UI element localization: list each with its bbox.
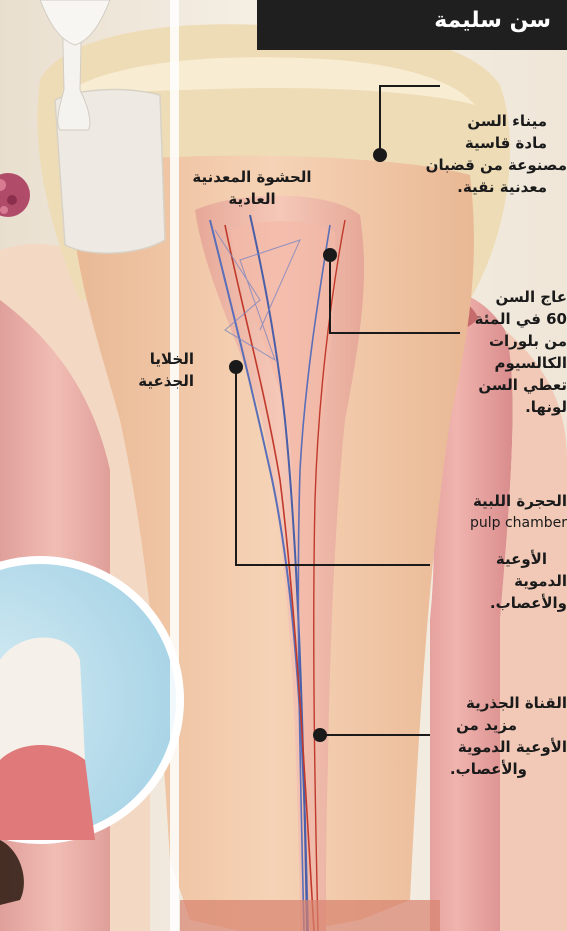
title-bar: سن سليمة [257, 0, 567, 50]
label-vessels: الأوعية الدموية والأعصاب. [447, 548, 567, 614]
label-dentin-line-4: الكالسيوم [457, 352, 567, 374]
label-vessels-line-2: الدموية [447, 570, 567, 592]
label-vessels-line-3: والأعصاب. [447, 592, 567, 614]
label-dentin-line-6: لونها. [457, 396, 567, 418]
label-dentin-line-5: تعطي السن [457, 374, 567, 396]
label-filling: الحشوة المعدنية العادية [172, 166, 332, 210]
panel-divider [170, 0, 179, 931]
label-stem-cells-line-2: الجذعية [104, 370, 194, 392]
label-enamel: ميناء السن مادة قاسية مصنوعة من قضبان مع… [387, 110, 567, 198]
label-enamel-line-3: مصنوعة من قضبان [387, 154, 567, 176]
label-root-canal-line-2: مزيد من [407, 714, 567, 736]
lens-gum [0, 745, 95, 840]
label-dentin-line-1: عاج السن [457, 286, 567, 308]
label-enamel-line-1: ميناء السن [387, 110, 567, 132]
label-enamel-line-2: مادة قاسية [387, 132, 567, 154]
bottom-gum-strip [180, 900, 440, 931]
label-dentin: عاج السن 60 في المئة من بلورات الكالسيوم… [457, 286, 567, 418]
label-stem-cells-line-1: الخلايا [104, 348, 194, 370]
label-filling-line-2: العادية [172, 188, 332, 210]
label-pulp-chamber-line-2: pulp chamber [417, 512, 567, 534]
label-root-canal-line-3: الأوعية الدموية [407, 736, 567, 758]
label-pulp-chamber: الحجرة اللبية pulp chamber [417, 490, 567, 534]
label-dentin-line-3: من بلورات [457, 330, 567, 352]
label-enamel-line-4: معدنية نقية. [387, 176, 567, 198]
label-root-canal-line-1: القناة الجذرية [407, 692, 567, 714]
label-root-canal-line-4: والأعصاب. [407, 758, 567, 780]
label-pulp-chamber-line-1: الحجرة اللبية [417, 490, 567, 512]
dot-enamel [373, 148, 387, 162]
label-dentin-line-2: 60 في المئة [457, 308, 567, 330]
label-root-canal: القناة الجذرية مزيد من الأوعية الدموية و… [407, 692, 567, 780]
label-filling-line-1: الحشوة المعدنية [172, 166, 332, 188]
label-vessels-line-1: الأوعية [447, 548, 567, 570]
page-title: سن سليمة [434, 6, 551, 36]
label-stem-cells: الخلايا الجذعية [104, 348, 194, 392]
